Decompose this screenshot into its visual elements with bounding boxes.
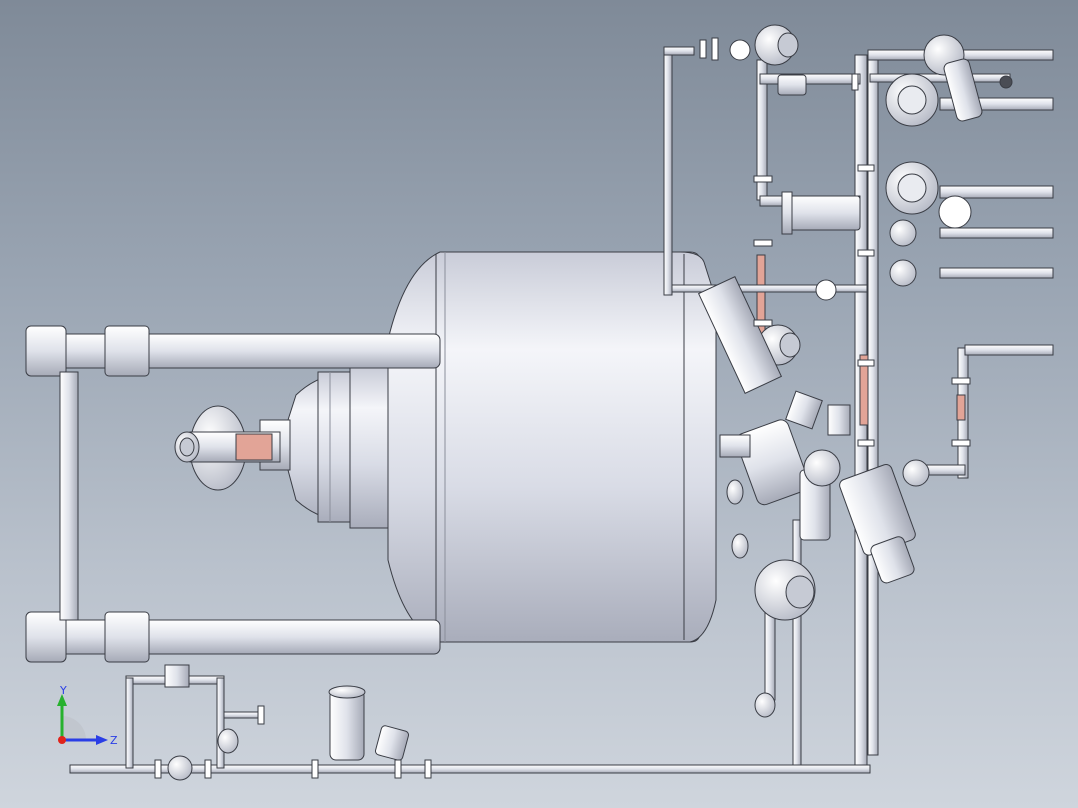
tank-body xyxy=(387,251,717,643)
pump-bottom xyxy=(754,559,816,621)
x-axis-point xyxy=(58,736,66,744)
right-piping-verticals xyxy=(663,54,969,771)
tank-lower-head xyxy=(287,367,389,529)
z-axis-label: Z xyxy=(110,734,118,747)
pipe-fittings xyxy=(154,37,971,779)
bottom-line-valves xyxy=(164,664,776,781)
pump-top xyxy=(729,24,799,66)
support-frame xyxy=(25,325,441,663)
inline-cylinder xyxy=(781,191,861,235)
valve-cluster xyxy=(697,276,916,584)
axis-triad: Y Z xyxy=(57,684,118,747)
y-axis-label: Y xyxy=(59,684,67,697)
valve-disks xyxy=(815,34,1013,487)
bottom-outlet-valve xyxy=(174,405,291,491)
